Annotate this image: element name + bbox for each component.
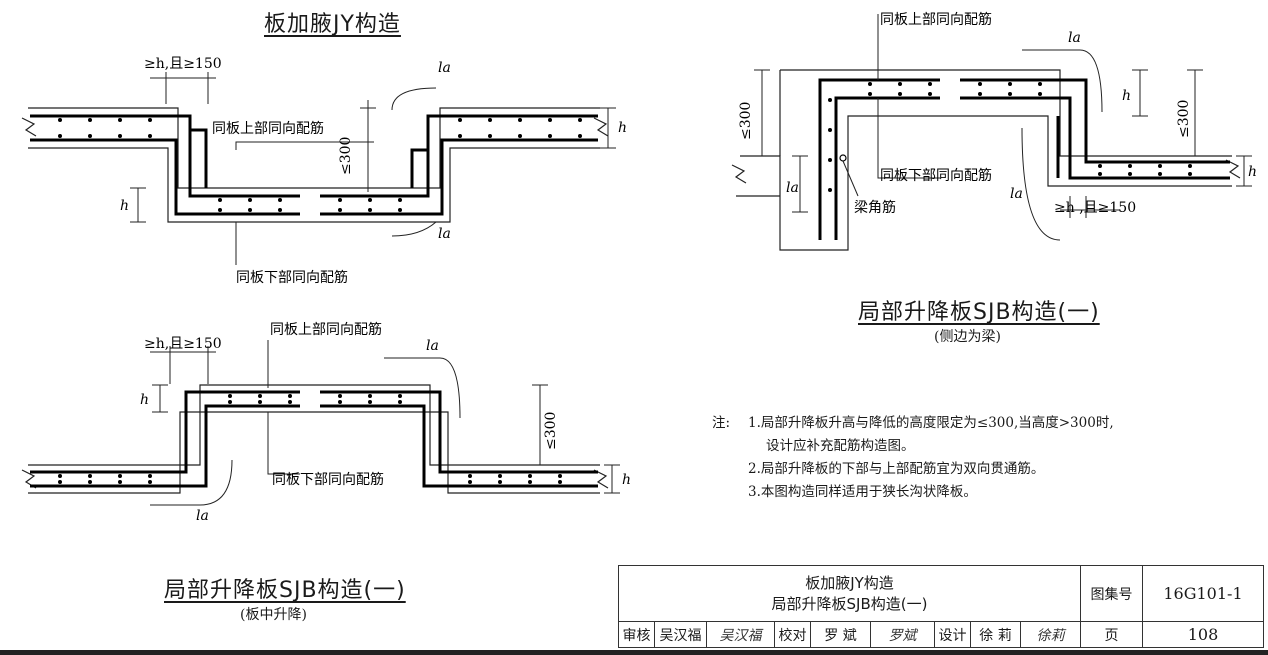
diagram2-h-right: h [622, 472, 631, 488]
diagram2-la-top: la [426, 338, 439, 354]
diagram3-limit-right: ≤300 [1176, 100, 1192, 138]
diagram1-h-left: h [120, 198, 129, 214]
diagram3-lower-bars-label: 同板下部同向配筋 [880, 167, 992, 184]
atlas-label: 图集号 [1081, 566, 1143, 621]
diagram3-h-right: h [1248, 164, 1257, 180]
reviewer-name: 吴汉福 [655, 622, 707, 647]
diagram2-la-bottom: la [196, 508, 209, 524]
diagram1-la-bottom: la [438, 226, 451, 242]
drawing-title-cell: 板加腋JY构造 局部升降板SJB构造(一) [619, 566, 1081, 621]
diagram1-h-right: h [618, 120, 627, 136]
bottom-border [0, 650, 1268, 655]
page-label: 页 [1081, 622, 1143, 647]
diagram1-dim-top: ≥h,且≥150 [144, 56, 222, 72]
diagram2-title: 局部升降板SJB构造(一) [164, 578, 406, 603]
diagram1-title: 板加腋JY构造 [264, 12, 401, 37]
check-label: 校对 [775, 622, 811, 647]
diagram3-la-top: la [1068, 30, 1081, 46]
diagram3-la-left: la [786, 180, 799, 196]
checker-name: 罗 斌 [811, 622, 871, 647]
diagram1-la-top: la [438, 60, 451, 76]
page-number: 108 [1187, 625, 1219, 644]
reviewer-signature: 吴汉福 [707, 622, 775, 647]
beam-side-diagram: 同板上部同向配筋 同板下部同向配筋 梁角筋 ≥h ,且≥150 ≤300 ≤30… [731, 11, 1257, 251]
diagram2-lower-bars-label: 同板下部同向配筋 [272, 471, 384, 488]
haunch-slab-diagram: ≥h,且≥150 同板上部同向配筋 同板下部同向配筋 ≤300 h h la l… [21, 56, 627, 286]
atlas-number: 16G101-1 [1163, 584, 1243, 603]
designer-signature: 徐莉 [1021, 622, 1081, 647]
note-item-1: 1.局部升降板升高与降低的高度限定为≤300,当高度>300时, [748, 415, 1114, 431]
diagram1-upper-bars-label: 同板上部同向配筋 [212, 120, 324, 137]
designer-name: 徐 莉 [971, 622, 1021, 647]
slab-raised-diagram: ≥h,且≥150 同板上部同向配筋 同板下部同向配筋 ≤300 h h la l… [21, 321, 631, 524]
drawing-title-line-1: 板加腋JY构造 [805, 573, 894, 592]
note-item-3: 3.本图构造同样适用于狭长沟状降板。 [748, 484, 977, 500]
diagram3-dim-right: ≥h ,且≥150 [1054, 200, 1136, 216]
checker-signature: 罗斌 [871, 622, 935, 647]
drawing-title-line-2: 局部升降板SJB构造(一) [771, 594, 928, 613]
diagram3-h-mid: h [1122, 88, 1131, 104]
diagram1-limit: ≤300 [338, 137, 354, 175]
title-block: 板加腋JY构造 局部升降板SJB构造(一) 图集号 16G101-1 审核 吴汉… [618, 565, 1264, 648]
note-item-1-cont: 设计应补充配筋构造图。 [766, 438, 915, 454]
diagram3-upper-bars-label: 同板上部同向配筋 [880, 11, 992, 28]
diagram2-subtitle: (板中升降) [240, 607, 307, 623]
design-label: 设计 [935, 622, 971, 647]
diagram3-la-bottom: la [1010, 186, 1023, 202]
diagram3-title: 局部升降板SJB构造(一) [858, 300, 1100, 325]
diagram1-lower-bars-label: 同板下部同向配筋 [236, 269, 348, 286]
review-label: 审核 [619, 622, 655, 647]
note-item-2: 2.局部升降板的下部与上部配筋宜为双向贯通筋。 [748, 461, 1045, 477]
diagram3-subtitle: (侧边为梁) [934, 329, 1001, 345]
diagram2-h-left: h [140, 392, 149, 408]
diagram3-limit-left: ≤300 [738, 102, 754, 140]
diagram2-limit: ≤300 [543, 412, 559, 450]
diagram2-dim-top: ≥h,且≥150 [144, 336, 222, 352]
notes-prefix: 注: [712, 415, 731, 431]
diagram2-upper-bars-label: 同板上部同向配筋 [270, 321, 382, 338]
diagram3-corner-bar-label: 梁角筋 [854, 199, 896, 216]
